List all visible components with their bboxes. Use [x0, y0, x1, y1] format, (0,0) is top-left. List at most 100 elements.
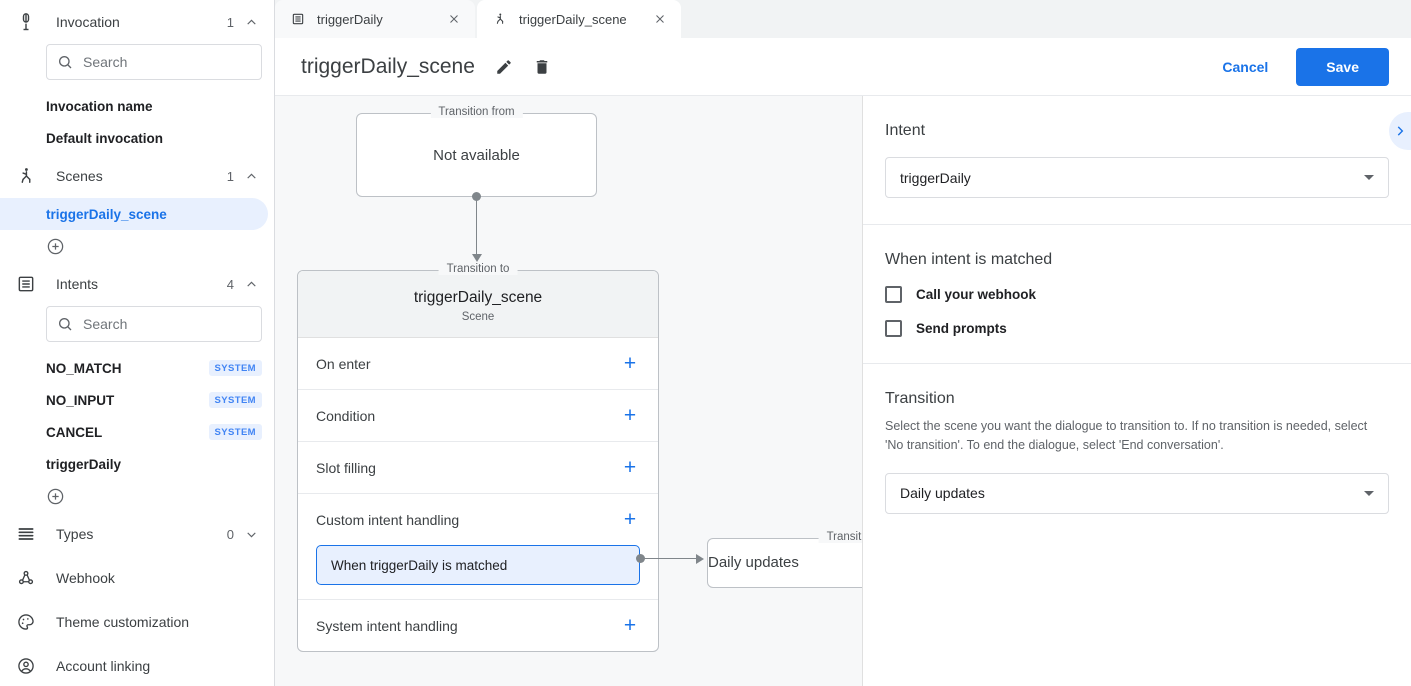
status-badge: SYSTEM — [208, 360, 262, 376]
chevron-down-icon — [1364, 490, 1374, 496]
scene-card-subtitle: Scene — [461, 311, 495, 323]
add-scene-row — [0, 230, 274, 262]
transition-target-legend: Transition to — [818, 531, 862, 543]
call-webhook-checkbox[interactable] — [885, 286, 902, 303]
sidebar-item-label: Invocation name — [46, 98, 153, 114]
invocation-search-box[interactable] — [46, 44, 262, 80]
when-matched-section: When intent is matched Call your webhook… — [863, 225, 1411, 364]
scene-row-label: On enter — [316, 355, 371, 372]
sidebar-group-label: Scenes — [56, 168, 103, 184]
intent-section: Intent triggerDaily — [863, 96, 1411, 225]
tab-label: triggerDaily — [317, 11, 383, 27]
body-area: Transition from Not available Transition… — [275, 96, 1411, 686]
sidebar-group-label: Intents — [56, 276, 99, 292]
transition-target-card[interactable]: Transition to Daily updates — [707, 531, 862, 588]
sidebar-group-intents[interactable]: Intents 4 — [0, 262, 274, 306]
scene-row-label: Custom intent handling — [316, 511, 460, 528]
transition-from-value: Not available — [433, 146, 520, 164]
intent-select[interactable]: triggerDaily — [885, 157, 1389, 198]
chevron-up-icon — [244, 169, 258, 183]
sidebar-group-label: Types — [56, 526, 94, 542]
scene-card: Transition to triggerDaily_scene Scene O… — [297, 263, 659, 652]
cancel-button[interactable]: Cancel — [1204, 49, 1286, 85]
chevron-right-icon[interactable] — [1389, 112, 1411, 150]
intents-icon — [14, 272, 38, 296]
tab-label: triggerDaily_scene — [519, 11, 627, 27]
sidebar: Invocation 1 Invocation name Default inv… — [0, 0, 275, 686]
send-prompts-checkbox-row[interactable]: Send prompts — [885, 320, 1389, 337]
add-slot-filling-button[interactable]: + — [623, 456, 637, 479]
status-badge: SYSTEM — [208, 392, 262, 408]
intents-search-box[interactable] — [46, 306, 262, 342]
sidebar-group-label: Invocation — [56, 14, 120, 30]
main-area: triggerDaily triggerDaily_scene — [275, 0, 1411, 686]
sidebar-item-no-match[interactable]: NO_MATCH SYSTEM — [0, 352, 274, 384]
sidebar-item-label: triggerDaily — [46, 456, 122, 472]
transition-description: Select the scene you want the dialogue t… — [885, 419, 1368, 453]
send-prompts-label: Send prompts — [916, 321, 1007, 336]
microphone-icon — [14, 10, 38, 34]
chevron-up-icon — [244, 15, 258, 29]
scene-row-top: Slot filling + — [316, 442, 640, 493]
add-intent-icon[interactable] — [46, 487, 65, 506]
invocation-search-wrap — [0, 44, 274, 80]
palette-icon — [14, 610, 38, 634]
call-webhook-label: Call your webhook — [916, 287, 1037, 302]
sidebar-group-types[interactable]: Types 0 — [0, 512, 274, 556]
call-webhook-checkbox-row[interactable]: Call your webhook — [885, 286, 1389, 303]
scene-row-top: Custom intent handling + — [316, 494, 640, 545]
add-condition-button[interactable]: + — [623, 404, 637, 427]
sidebar-item-no-input[interactable]: NO_INPUT SYSTEM — [0, 384, 274, 416]
intent-handler-chip[interactable]: When triggerDaily is matched — [316, 545, 640, 585]
tab-triggerdaily-scene[interactable]: triggerDaily_scene — [477, 0, 681, 38]
transition-select[interactable]: Daily updates — [885, 472, 1389, 514]
sidebar-item-triggerdaily-scene[interactable]: triggerDaily_scene — [0, 198, 268, 230]
sidebar-group-scenes[interactable]: Scenes 1 — [0, 154, 274, 198]
sidebar-item-triggerdaily[interactable]: triggerDaily — [0, 448, 274, 480]
send-prompts-checkbox[interactable] — [885, 320, 902, 337]
details-panel: Intent triggerDaily When intent is match… — [862, 96, 1411, 686]
scene-row-label: Condition — [316, 407, 376, 424]
status-badge: SYSTEM — [208, 424, 262, 440]
webhook-icon — [14, 566, 38, 590]
sidebar-item-label: triggerDaily_scene — [46, 206, 167, 222]
add-on-enter-button[interactable]: + — [623, 352, 637, 375]
sidebar-group-count: 4 — [226, 276, 234, 292]
sidebar-item-invocation-name[interactable]: Invocation name — [0, 90, 274, 122]
invocation-search-input[interactable] — [83, 54, 251, 70]
chevron-down-icon — [244, 527, 258, 541]
pencil-icon[interactable] — [495, 58, 513, 76]
sidebar-item-default-invocation[interactable]: Default invocation — [0, 122, 274, 154]
sidebar-item-theme-customization[interactable]: Theme customization — [0, 600, 274, 644]
tab-triggerdaily[interactable]: triggerDaily — [275, 0, 475, 38]
add-custom-intent-button[interactable]: + — [623, 508, 637, 531]
chevron-down-icon — [1364, 175, 1374, 180]
sidebar-item-label: Theme customization — [56, 614, 190, 630]
sidebar-group-invocation[interactable]: Invocation 1 — [0, 0, 274, 44]
scene-row-top: On enter + — [316, 338, 640, 389]
account-icon — [14, 654, 38, 678]
sidebar-item-webhook[interactable]: Webhook — [0, 556, 274, 600]
scene-row-condition: Condition + — [298, 390, 658, 442]
scene-canvas[interactable]: Transition from Not available Transition… — [275, 96, 862, 686]
sidebar-item-cancel[interactable]: CANCEL SYSTEM — [0, 416, 274, 448]
scene-row-top: System intent handling + — [316, 600, 640, 651]
scene-row-top: Condition + — [316, 390, 640, 441]
intents-search-wrap — [0, 306, 274, 342]
add-system-intent-button[interactable]: + — [623, 614, 637, 637]
scene-card-name: triggerDaily_scene — [413, 289, 543, 306]
sidebar-item-label: CANCEL — [46, 424, 103, 440]
add-scene-icon[interactable] — [46, 237, 65, 256]
trash-icon[interactable] — [533, 58, 551, 76]
intents-search-input[interactable] — [83, 316, 251, 332]
sidebar-item-label: NO_INPUT — [46, 392, 115, 408]
save-button[interactable]: Save — [1296, 47, 1389, 86]
close-icon[interactable] — [447, 12, 461, 26]
transition-select-value: Daily updates — [900, 485, 985, 502]
close-icon[interactable] — [653, 12, 667, 26]
edge-horizontal — [640, 558, 698, 559]
transition-from-card[interactable]: Transition from Not available — [356, 106, 597, 197]
edge-vertical — [476, 196, 477, 256]
toolbar: triggerDaily_scene Cancel Save — [275, 38, 1411, 96]
sidebar-item-account-linking[interactable]: Account linking — [0, 644, 274, 686]
